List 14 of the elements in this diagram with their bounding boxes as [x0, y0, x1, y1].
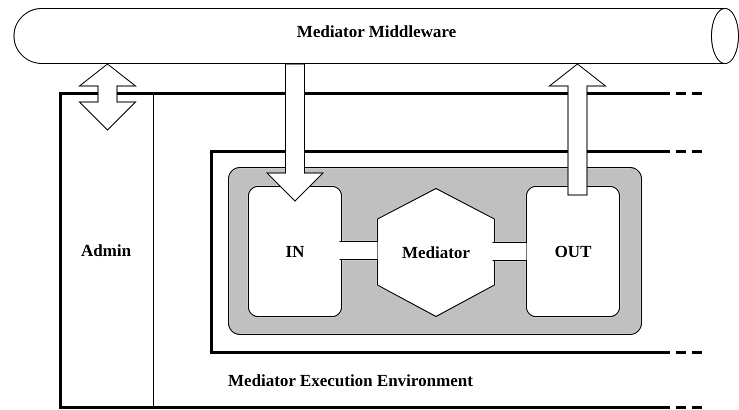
node-label: Mediator Execution Environment — [228, 371, 473, 391]
block-arrow — [548, 63, 607, 196]
node-label: Mediator Middleware — [296, 22, 456, 42]
connector-bar — [339, 241, 378, 260]
block-arrow — [266, 64, 324, 202]
port-box — [526, 186, 620, 317]
node-label: OUT — [554, 242, 592, 262]
node-label: Mediator — [402, 242, 470, 262]
connector-bar — [492, 242, 527, 261]
mediator-panel — [228, 167, 642, 335]
node-label: IN — [286, 242, 304, 262]
port-box — [248, 186, 342, 317]
block-arrow — [78, 63, 137, 131]
node-label: Admin — [80, 240, 132, 260]
